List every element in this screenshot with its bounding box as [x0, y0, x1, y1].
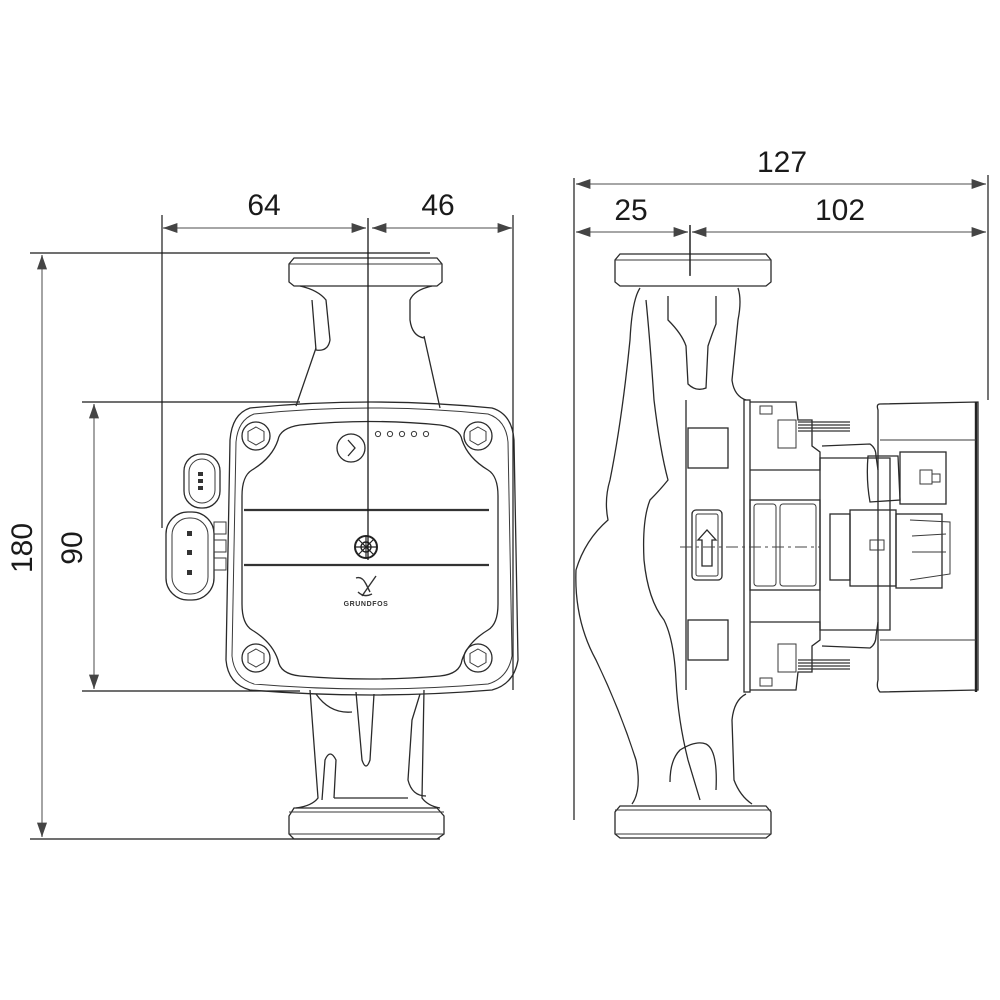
led-4 [410, 430, 418, 438]
screw-bottom-right [463, 643, 493, 673]
dimension-label-25: 25 [614, 194, 647, 227]
side-extension-lines [573, 175, 989, 820]
screw-top-left [241, 421, 271, 451]
pump-housing-side [575, 253, 772, 839]
side-signal-plug [866, 451, 947, 505]
front-extension-lines [30, 215, 514, 840]
dimension-46: 46 [372, 189, 512, 234]
brand-text: GRUNDFOS [344, 601, 389, 608]
bottom-flange [288, 689, 445, 840]
front-view: 64 46 180 90 [6, 189, 519, 840]
dimension-180: 180 [6, 254, 48, 837]
led-2 [386, 430, 394, 438]
dimension-label-64: 64 [247, 189, 280, 222]
dimension-label-46: 46 [421, 189, 454, 222]
dimension-102: 102 [692, 194, 986, 238]
control-button [336, 433, 366, 463]
flow-direction-arrow [691, 509, 723, 581]
control-box: GRUNDFOS [225, 401, 519, 696]
led-1 [374, 430, 382, 438]
brand-logo: GRUNDFOS [344, 575, 389, 608]
led-5 [422, 430, 430, 438]
control-box-side [819, 401, 979, 693]
motor-flange [743, 399, 850, 693]
side-power-plug [829, 509, 951, 589]
screw-bottom-left [241, 643, 271, 673]
dimension-label-90: 90 [56, 531, 89, 564]
top-flange [288, 257, 443, 409]
screw-top-right [463, 421, 493, 451]
cooling-fins-bottom [798, 659, 850, 670]
led-3 [398, 430, 406, 438]
signal-connector [183, 453, 221, 509]
dimension-label-180: 180 [6, 523, 39, 573]
dimension-90: 90 [56, 404, 100, 689]
power-connector [165, 511, 227, 601]
rotor-vent-symbol [354, 535, 378, 559]
dimension-label-127: 127 [757, 146, 807, 179]
dimension-label-102: 102 [815, 194, 865, 227]
led-indicators [374, 430, 430, 438]
side-view: 127 25 102 [573, 146, 989, 839]
dimension-127: 127 [576, 146, 986, 190]
dimension-25: 25 [576, 194, 688, 238]
dimension-64: 64 [163, 189, 366, 234]
cooling-fins-top [798, 421, 850, 432]
